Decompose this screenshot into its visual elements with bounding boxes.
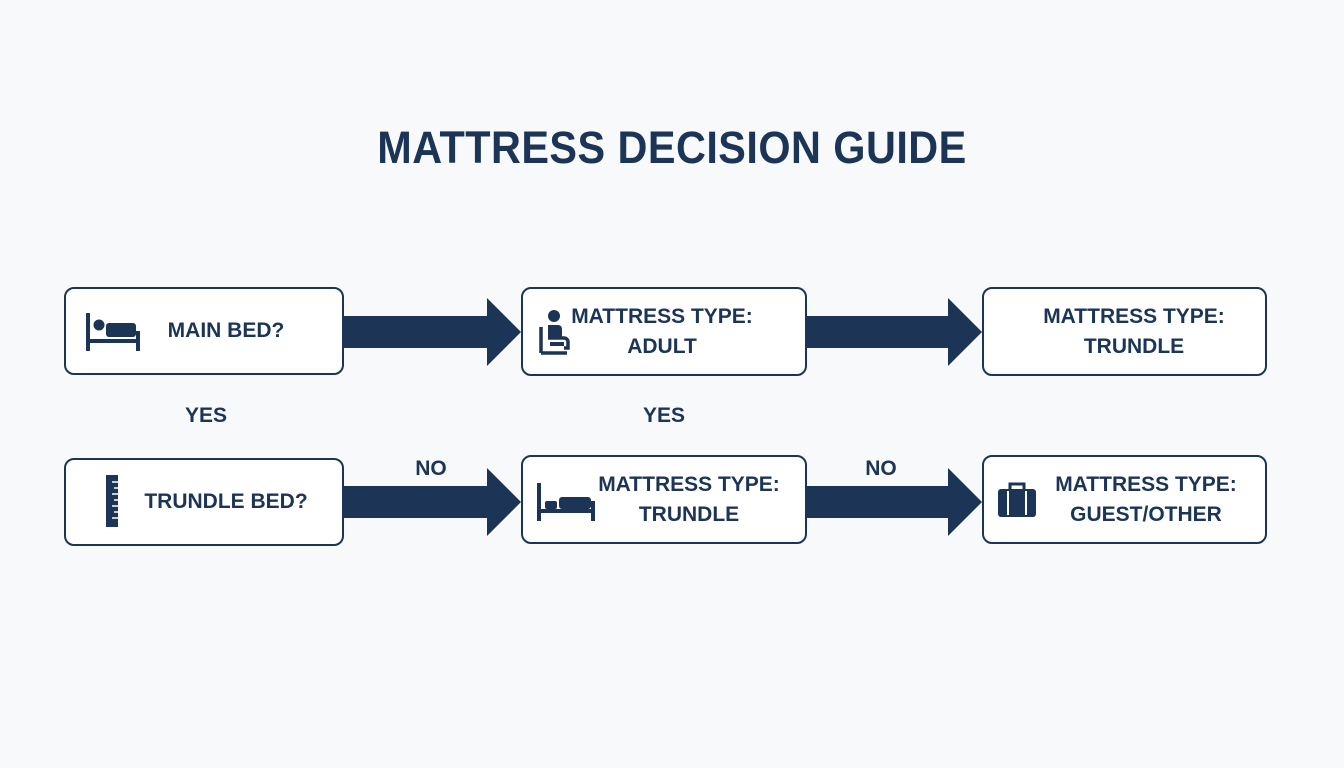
adult-label: MATTRESS TYPE: ADULT	[569, 289, 755, 374]
no-label-left: NO	[415, 457, 447, 480]
bed-sleeper-icon	[84, 311, 142, 353]
trundle-mid-line2: TRUNDLE	[638, 502, 740, 526]
guest-label: MATTRESS TYPE: GUEST/OTHER	[1046, 457, 1246, 542]
arrow-trundle-bed-to-trundle	[343, 468, 521, 536]
trundle-bed-node: TRUNDLE BED?	[64, 458, 344, 546]
ruler-icon	[104, 474, 120, 528]
trundle-mid-line1: MATTRESS TYPE:	[598, 472, 780, 496]
main-bed-label: MAIN BED?	[156, 289, 296, 373]
trundle-top-label: MATTRESS TYPE: TRUNDLE	[1024, 289, 1244, 374]
arrow-adult-to-trundle	[806, 298, 982, 366]
yes-label-mid: YES	[642, 404, 686, 427]
main-bed-line1: MAIN BED?	[167, 319, 285, 342]
adult-node: MATTRESS TYPE: ADULT	[521, 287, 807, 376]
main-bed-node: MAIN BED?	[64, 287, 344, 375]
adult-line1: MATTRESS TYPE:	[571, 304, 753, 328]
guest-node: MATTRESS TYPE: GUEST/OTHER	[982, 455, 1267, 544]
trundle-top-node: MATTRESS TYPE: TRUNDLE	[982, 287, 1267, 376]
guest-line2: GUEST/OTHER	[1070, 502, 1222, 526]
page-title: MATTRESS DECISION GUIDE	[377, 122, 967, 173]
trundle-bed-label: TRUNDLE BED?	[136, 460, 316, 544]
trundle-mid-node: MATTRESS TYPE: TRUNDLE	[521, 455, 807, 544]
arrow-main-to-adult	[343, 298, 521, 366]
trundle-top-line1: MATTRESS TYPE:	[1043, 304, 1225, 328]
no-label-mid: NO	[865, 457, 897, 480]
trundle-bed-line1: TRUNDLE BED?	[144, 490, 308, 513]
trundle-mid-label: MATTRESS TYPE: TRUNDLE	[591, 457, 787, 542]
adult-line2: ADULT	[627, 334, 697, 358]
yes-label-left: YES	[184, 404, 228, 427]
arrow-trundle-to-guest	[806, 468, 982, 536]
seated-person-icon	[537, 309, 571, 357]
bed-icon	[535, 481, 597, 523]
suitcase-icon	[996, 481, 1038, 519]
guest-line1: MATTRESS TYPE:	[1055, 472, 1237, 496]
trundle-top-line2: TRUNDLE	[1083, 334, 1185, 358]
